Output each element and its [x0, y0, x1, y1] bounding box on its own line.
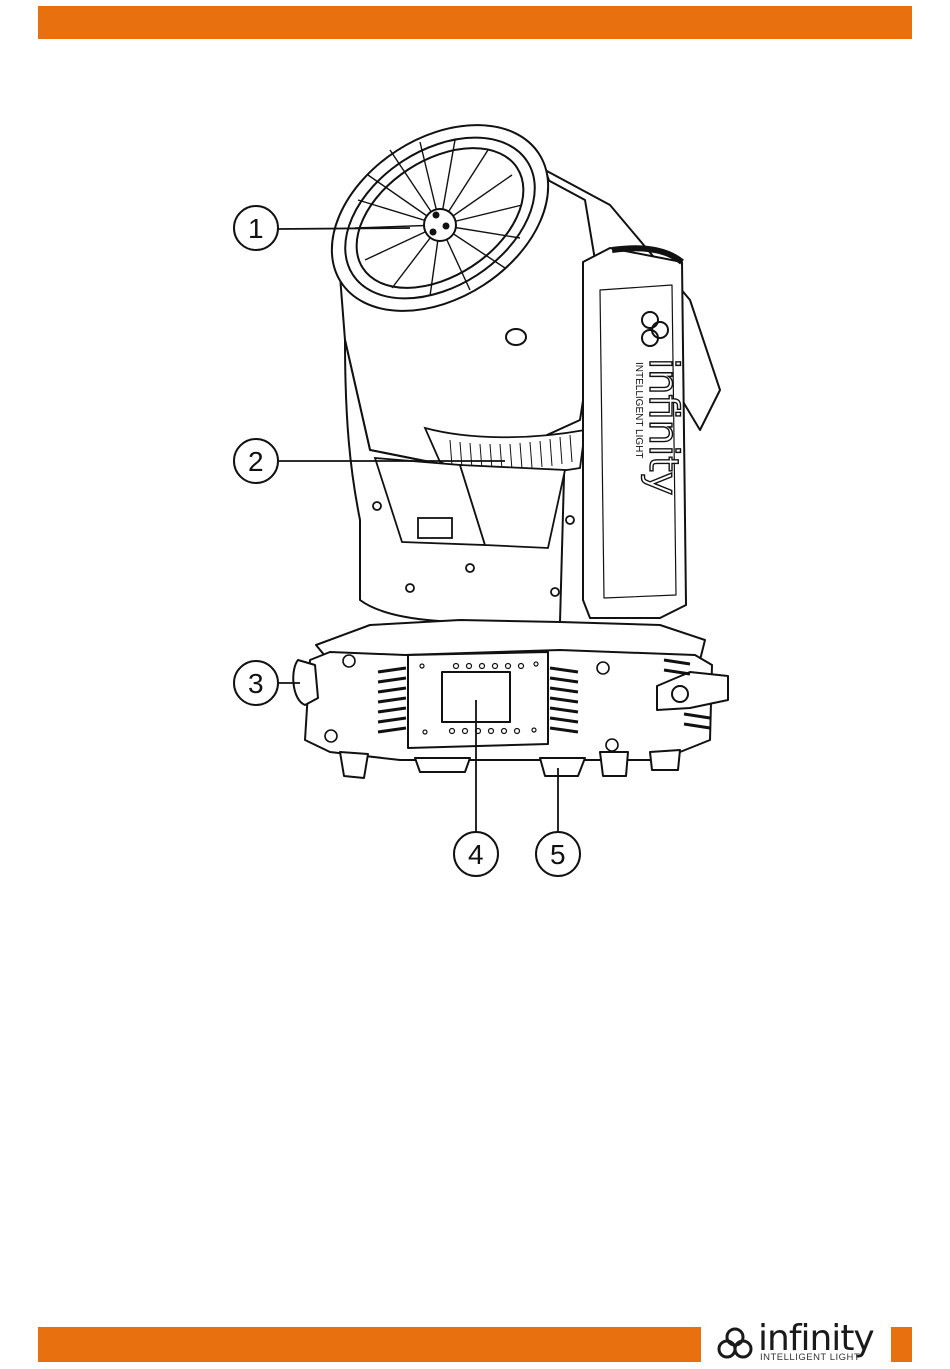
yoke-brand-text: infinity	[640, 358, 686, 495]
callout-3: 3	[234, 661, 278, 705]
callout-4: 4	[454, 832, 498, 876]
callout-2-number: 2	[248, 446, 264, 477]
trefoil-knot-icon	[714, 1326, 756, 1362]
bottom-accent-bar	[38, 1327, 701, 1362]
callout-1: 1	[234, 206, 278, 250]
callout-1-number: 1	[248, 213, 264, 244]
base-foot	[540, 758, 585, 776]
callout-2: 2	[234, 439, 278, 483]
callout-4-number: 4	[468, 839, 484, 870]
callout-3-number: 3	[248, 668, 264, 699]
footer-logo: infinity INTELLIGENT LIGHT	[712, 1322, 887, 1368]
callout-5: 5	[536, 832, 580, 876]
yoke-brand-subtext: INTELLIGENT LIGHT	[633, 362, 644, 459]
callout-5-number: 5	[550, 839, 566, 870]
lens-center-hub	[424, 209, 456, 241]
footer-logo-subtitle: INTELLIGENT LIGHT	[760, 1352, 860, 1363]
bottom-accent-tab	[891, 1327, 912, 1362]
